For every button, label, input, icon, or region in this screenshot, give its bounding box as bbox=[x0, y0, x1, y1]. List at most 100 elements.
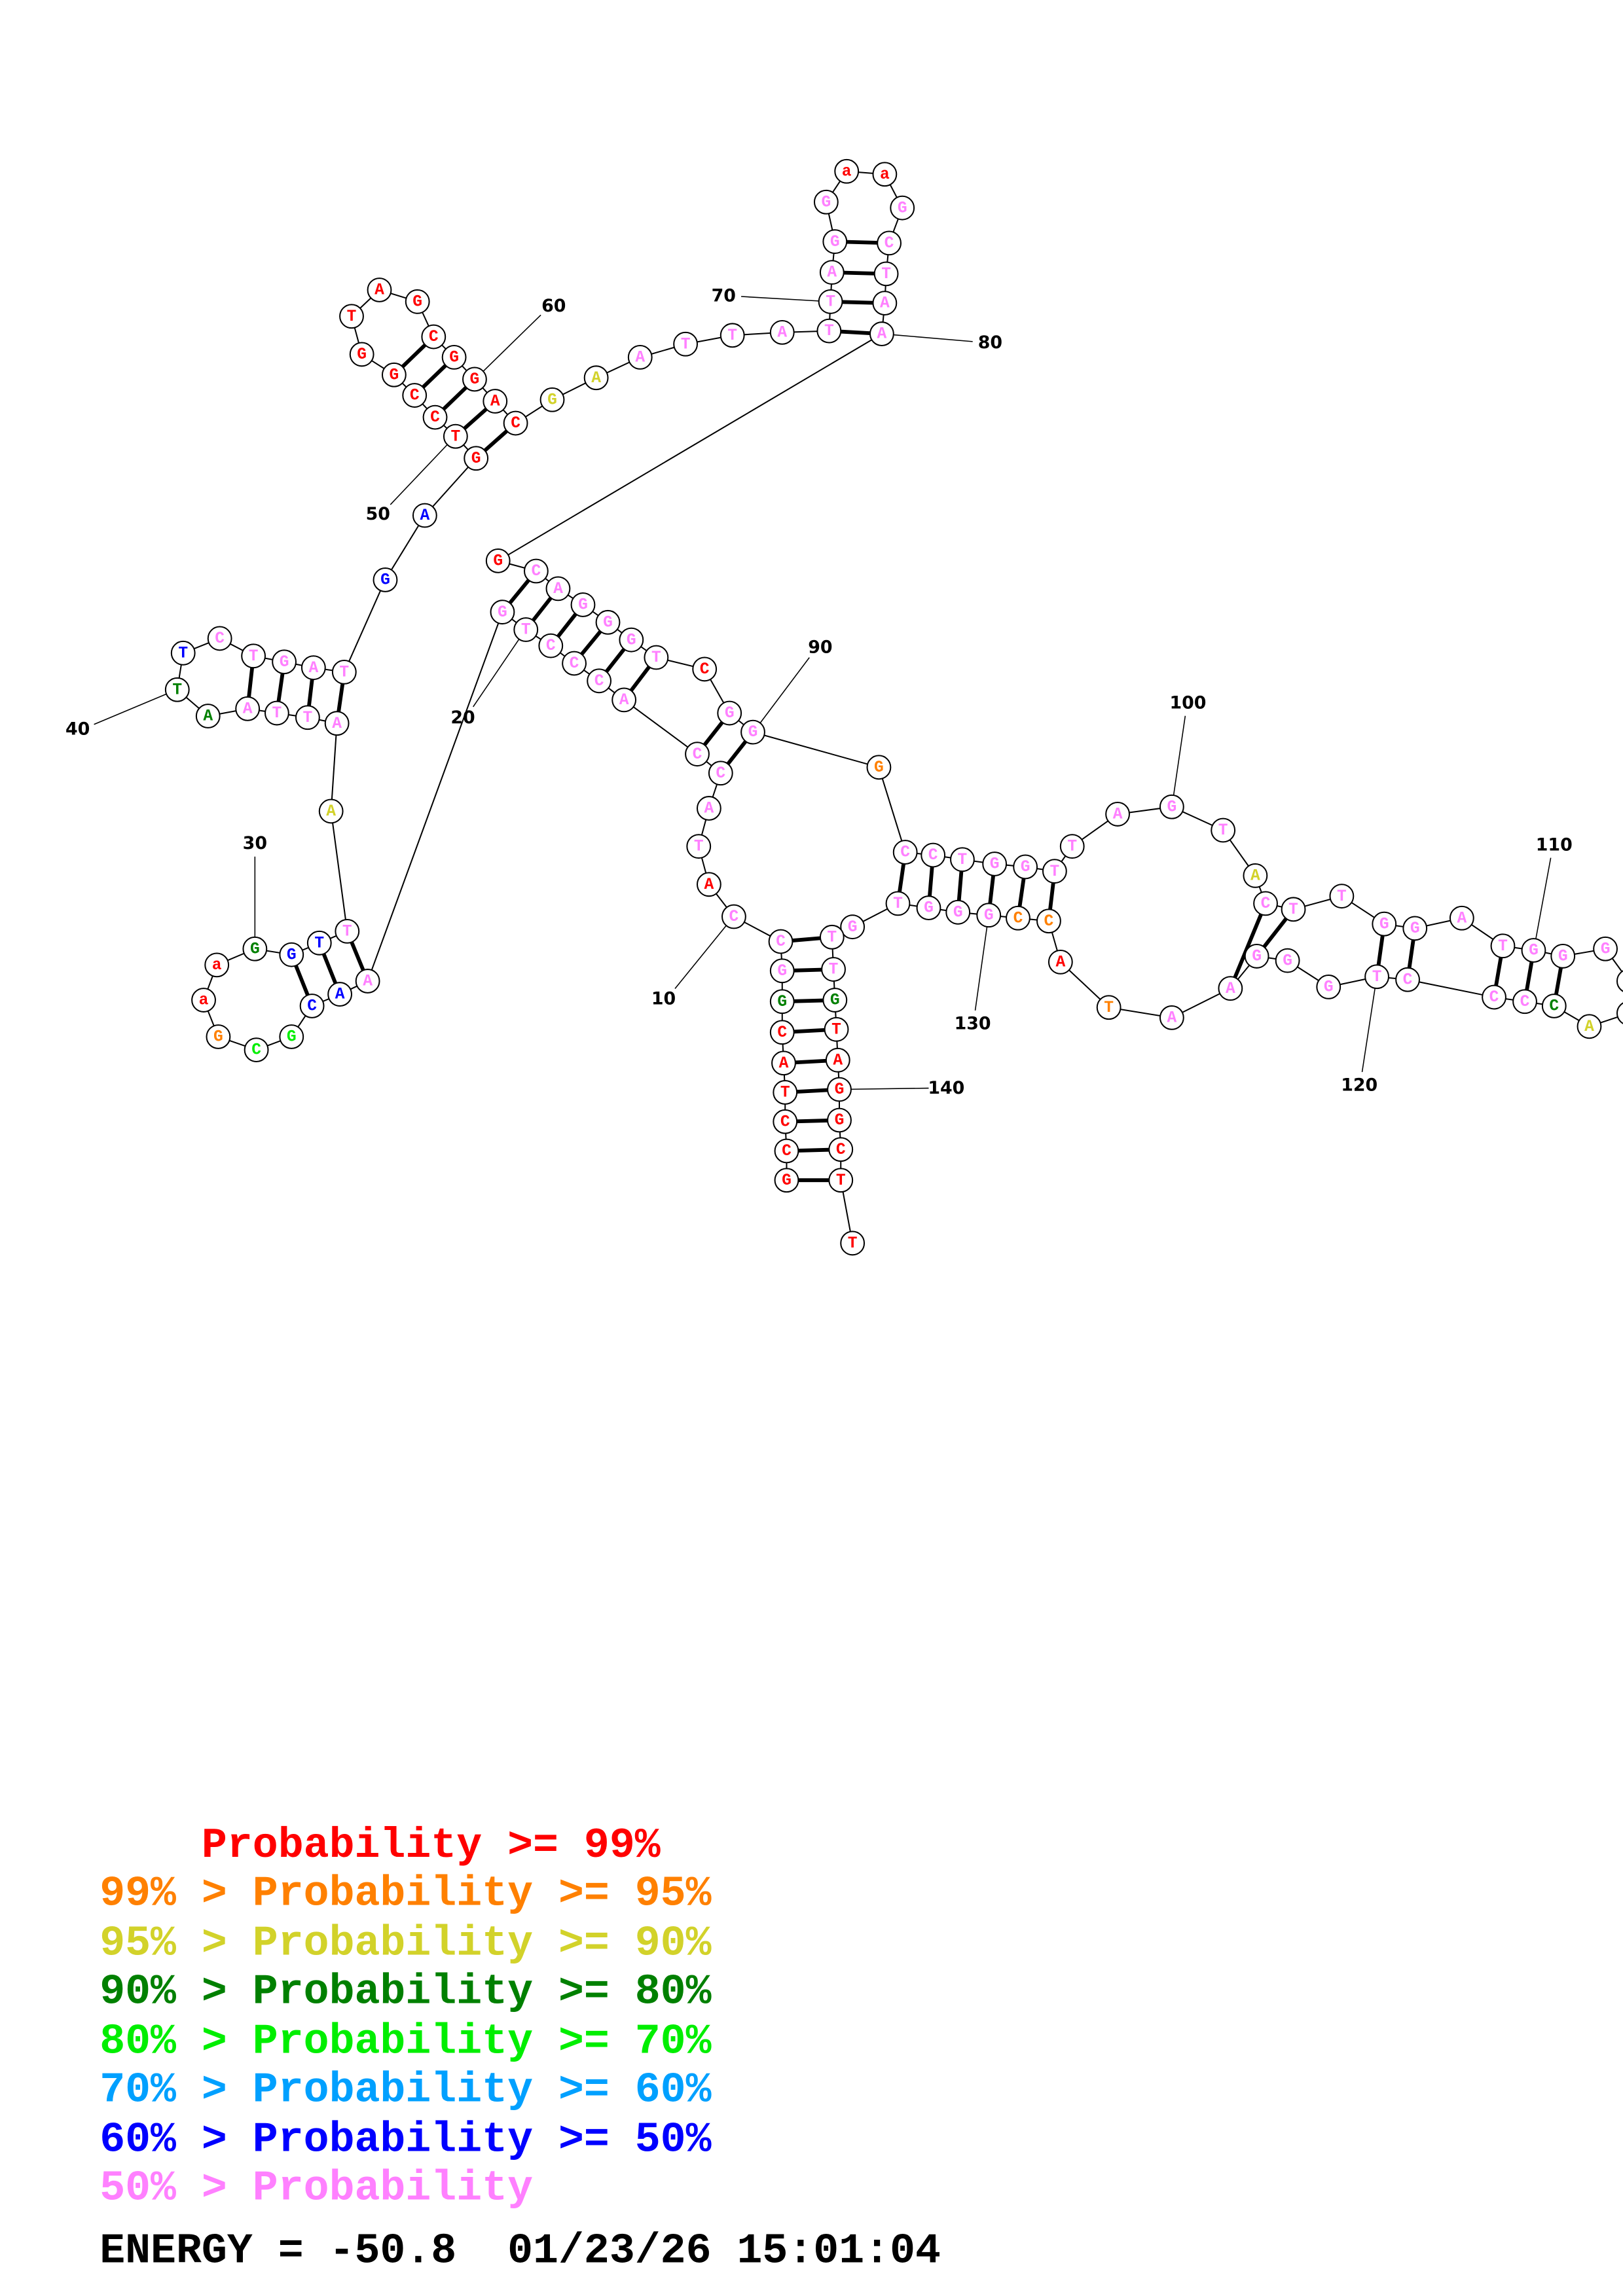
backbone-segment bbox=[1407, 978, 1495, 998]
nucleotide-letter: T bbox=[727, 327, 737, 345]
nucleotide-circle bbox=[818, 289, 843, 314]
nucleotide-circle bbox=[1275, 948, 1300, 973]
nucleotide-letter: A bbox=[635, 350, 645, 367]
nucleotide-letter: C bbox=[782, 1143, 792, 1160]
nucleotide-circle bbox=[982, 852, 1008, 876]
nucleotide: T bbox=[306, 930, 332, 956]
nucleotide: C bbox=[708, 761, 733, 786]
nucleotide-circle bbox=[1593, 936, 1618, 961]
nucleotide: G bbox=[441, 344, 467, 370]
nucleotide: T bbox=[821, 957, 846, 982]
nucleotide-circle bbox=[490, 600, 515, 625]
nucleotide-circle bbox=[769, 989, 795, 1014]
nucleotide-letter: G bbox=[287, 946, 297, 964]
nucleotide-circle bbox=[822, 229, 848, 255]
nucleotide: A bbox=[771, 1050, 796, 1076]
nucleotide: G bbox=[827, 1077, 852, 1102]
nucleotide: G bbox=[570, 592, 596, 617]
nucleotide: G bbox=[769, 958, 795, 984]
position-label: 130 bbox=[955, 1013, 991, 1033]
nucleotide-letter: A bbox=[880, 295, 890, 313]
nucleotide-circle bbox=[349, 342, 374, 367]
nucleotide: G bbox=[1402, 916, 1428, 941]
nucleotide-letter: C bbox=[1044, 913, 1054, 931]
nucleotide-circle bbox=[242, 936, 268, 961]
nucleotide: G bbox=[279, 942, 304, 967]
nucleotide-letter: T bbox=[249, 648, 259, 666]
position-label: 50 bbox=[366, 504, 390, 524]
nucleotide: C bbox=[828, 1137, 854, 1162]
nucleotide: A bbox=[412, 503, 437, 528]
nucleotide: G bbox=[769, 989, 795, 1014]
nucleotide: G bbox=[1550, 944, 1576, 969]
nucleotide-circle bbox=[523, 558, 549, 584]
nucleotide: C bbox=[1512, 989, 1537, 1014]
nucleotide-letter: G bbox=[470, 371, 480, 389]
nucleotide-circle bbox=[773, 1080, 798, 1105]
nucleotide-circle bbox=[768, 929, 793, 954]
nucleotide-circle bbox=[279, 1024, 304, 1049]
nucleotide-circle bbox=[1402, 916, 1428, 941]
nucleotide-letter: T bbox=[178, 645, 188, 662]
nucleotide-circle bbox=[244, 1037, 269, 1063]
nucleotide-letter: T bbox=[848, 1235, 858, 1253]
nucleotide: C bbox=[503, 410, 528, 436]
nucleotide: G bbox=[1159, 794, 1184, 819]
nucleotide-letter: C bbox=[716, 765, 725, 783]
nucleotide: T bbox=[816, 318, 842, 344]
nucleotide: G bbox=[373, 567, 398, 592]
nucleotide-letter: G bbox=[748, 724, 758, 742]
nucleotide: A bbox=[583, 365, 609, 391]
nucleotide: G bbox=[485, 548, 511, 573]
nucleotide-circle bbox=[513, 617, 539, 642]
nucleotide-letter: T bbox=[314, 935, 324, 952]
position-leader-line bbox=[1535, 857, 1552, 939]
nucleotide-circle bbox=[740, 719, 765, 745]
nucleotide-circle bbox=[412, 503, 437, 528]
nucleotide-letter: A bbox=[1457, 910, 1467, 927]
nucleotide: T bbox=[335, 918, 360, 944]
nucleotide-letter: C bbox=[532, 563, 541, 581]
nucleotide-letter: G bbox=[1252, 948, 1262, 966]
nucleotide-letter: G bbox=[390, 367, 399, 384]
nucleotide: G bbox=[349, 342, 374, 367]
nucleotide: C bbox=[921, 842, 946, 868]
nucleotide-letter: A bbox=[326, 803, 336, 821]
nucleotide-letter: G bbox=[471, 450, 481, 468]
nucleotide-circle bbox=[1316, 974, 1341, 999]
nucleotide-letter: T bbox=[881, 266, 891, 283]
nucleotide-circle bbox=[170, 640, 196, 666]
nucleotide: G bbox=[1593, 936, 1618, 961]
nucleotide-circle bbox=[570, 592, 596, 617]
nucleotide: C bbox=[768, 929, 793, 954]
nucleotide-circle bbox=[318, 798, 344, 824]
nucleotide-letter: A bbox=[619, 692, 629, 709]
nucleotide-circle bbox=[819, 924, 845, 950]
nucleotide: C bbox=[422, 404, 448, 430]
nucleotide-letter: T bbox=[826, 293, 835, 311]
nucleotide-circle bbox=[1364, 964, 1389, 990]
position-leader-line bbox=[1173, 715, 1186, 796]
nucleotide: C bbox=[721, 904, 746, 929]
nucleotide-letter: T bbox=[694, 838, 704, 856]
nucleotide-letter: G bbox=[835, 1112, 845, 1130]
nucleotide-letter: G bbox=[984, 907, 994, 925]
nucleotide: C bbox=[892, 840, 918, 865]
nucleotide-letter: C bbox=[1549, 998, 1559, 1016]
nucleotide-circle bbox=[819, 260, 845, 285]
nucleotide-circle bbox=[295, 705, 320, 730]
position-label: 90 bbox=[808, 637, 832, 657]
energy-timestamp: ENERGY = -50.8 01/23/26 15:01:04 bbox=[100, 2228, 941, 2276]
nucleotide-letter: T bbox=[651, 649, 661, 667]
nucleotide: G bbox=[945, 899, 971, 925]
nucleotide-letter: G bbox=[603, 614, 613, 632]
nucleotide: T bbox=[1211, 817, 1236, 843]
nucleotide-letter: A bbox=[308, 660, 318, 677]
nucleotide-letter: G bbox=[1324, 979, 1334, 997]
nucleotide: G bbox=[1244, 944, 1269, 969]
nucleotide-letter: G bbox=[280, 654, 289, 672]
nucleotide-circle bbox=[1541, 994, 1567, 1018]
nucleotide-letter: C bbox=[1520, 994, 1530, 1011]
nucleotide-circle bbox=[441, 344, 467, 370]
nucleotide-circle bbox=[773, 1109, 798, 1134]
